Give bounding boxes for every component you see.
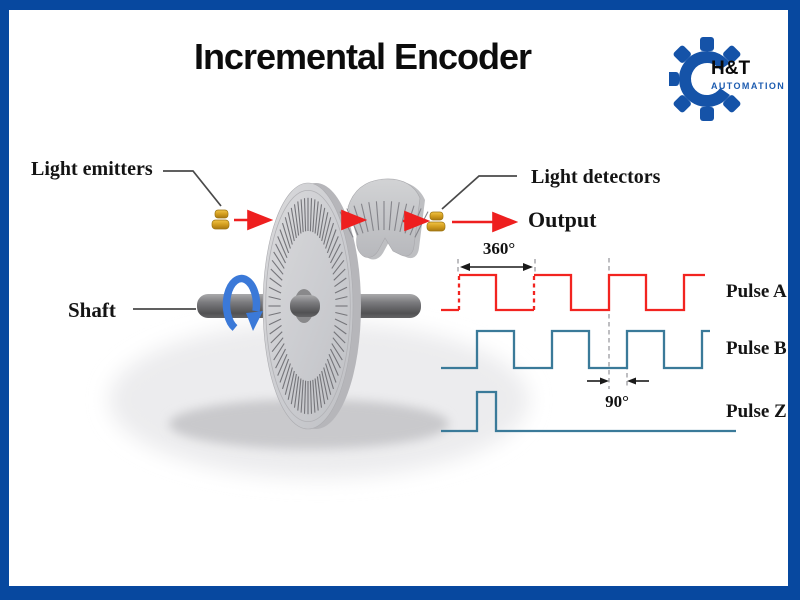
- pulse-z-label: Pulse Z: [726, 401, 787, 422]
- gear-icon: [669, 37, 741, 121]
- light-detectors-label: Light detectors: [531, 166, 661, 188]
- diagram-graphics: [109, 170, 736, 478]
- full-cycle-annotation: 360°: [482, 239, 516, 258]
- shaft-through-hub: [290, 295, 320, 317]
- phase-shift-annotation: 90°: [605, 392, 629, 411]
- rotation-arrow-icon: [222, 274, 263, 331]
- light-detector-sensors: [426, 211, 446, 232]
- disc-slits: [268, 197, 348, 415]
- output-label: Output: [528, 207, 597, 232]
- light-emitter-leds: [211, 209, 230, 230]
- logo-tagline: AUTOMATION: [711, 81, 786, 91]
- pulse-a-label: Pulse A: [726, 281, 787, 302]
- company-logo: H&T AUTOMATION: [669, 32, 788, 128]
- full-cycle-arrow: [460, 263, 533, 271]
- pulse-z-waveform: [441, 390, 736, 433]
- pulse-a-waveform: [441, 273, 705, 312]
- stationary-mask: [339, 178, 429, 260]
- pulse-b-label: Pulse B: [726, 338, 787, 359]
- shaft-label: Shaft: [68, 298, 116, 322]
- light-emitters-label: Light emitters: [31, 158, 153, 180]
- pulse-b-waveform: [441, 329, 710, 370]
- phase-shift-arrows: [587, 377, 649, 385]
- label-leader-lines: [133, 170, 517, 310]
- light-path-arrows: [234, 209, 519, 233]
- logo-name: H&T: [711, 58, 751, 79]
- encoder-disc: [262, 182, 361, 430]
- page-title: Incremental Encoder: [193, 36, 532, 77]
